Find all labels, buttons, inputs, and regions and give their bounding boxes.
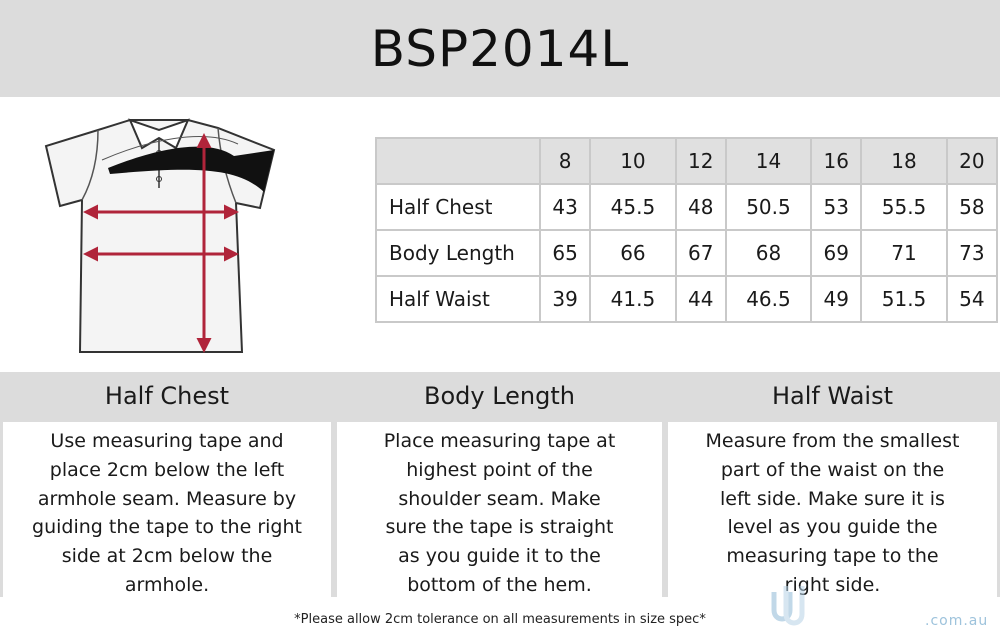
contrast-panel <box>108 146 274 192</box>
row-label: Body Length <box>375 229 541 277</box>
row-label: Half Waist <box>375 275 541 323</box>
table-cell: 58 <box>945 183 999 231</box>
section-title-half-waist: Half Waist <box>665 372 1000 420</box>
text-line: part of the waist on the <box>720 458 945 481</box>
text-line: armhole. <box>124 573 210 596</box>
text-line: Measure from the smallest <box>705 430 960 452</box>
text-line: Place measuring tape at <box>383 430 616 452</box>
size-header: 8 <box>538 137 592 185</box>
table-cell: 46.5 <box>724 275 813 323</box>
section-title-body-length: Body Length <box>334 372 665 420</box>
section-panel-half-waist: Measure from the smallest part of the wa… <box>665 420 1000 597</box>
table-cell: 39 <box>538 275 592 323</box>
text-line: highest point of the <box>406 458 593 481</box>
size-chart-table: 8 10 12 14 16 18 20 Half Chest 43 45.5 4… <box>375 137 999 323</box>
collar <box>128 118 190 150</box>
table-cell: 54 <box>945 275 999 323</box>
size-header-row: 8 10 12 14 16 18 20 <box>375 137 999 185</box>
table-cell: 48 <box>674 183 727 231</box>
table-cell: 71 <box>860 229 948 277</box>
product-code-title: BSP2014L <box>370 19 630 78</box>
tolerance-footnote: *Please allow 2cm tolerance on all measu… <box>294 612 706 627</box>
size-header: 18 <box>860 137 948 185</box>
table-cell: 73 <box>945 229 999 277</box>
table-cell: 41.5 <box>589 275 677 323</box>
table-cell: 53 <box>810 183 863 231</box>
instruction-text: Use measuring tape and place 2cm below t… <box>3 422 331 597</box>
text-line: Use measuring tape and <box>50 430 284 452</box>
header-bar: BSP2014L <box>0 0 1000 97</box>
polo-shirt-diagram <box>44 118 276 353</box>
text-line: level as you guide the <box>727 516 938 539</box>
size-header: 10 <box>589 137 677 185</box>
section-title-half-chest: Half Chest <box>0 372 334 420</box>
text-line: bottom of the hem. <box>407 573 592 596</box>
table-corner <box>375 137 541 185</box>
table-cell: 43 <box>538 183 592 231</box>
size-header: 20 <box>945 137 999 185</box>
measurement-instructions: Half Chest Body Length Half Waist Use me… <box>0 372 1000 605</box>
table-cell: 45.5 <box>589 183 677 231</box>
text-line: measuring tape to the <box>726 545 939 568</box>
size-header: 14 <box>724 137 813 185</box>
table-row: Half Waist 39 41.5 44 46.5 49 51.5 54 <box>375 275 999 323</box>
table-cell: 65 <box>538 229 592 277</box>
text-line: as you guide it to the <box>398 545 601 568</box>
table-row: Body Length 65 66 67 68 69 71 73 <box>375 229 999 277</box>
text-line: guiding the tape to the right <box>32 516 302 539</box>
watermark-domain: .com.au <box>925 613 989 629</box>
size-header: 16 <box>810 137 863 185</box>
table-cell: 55.5 <box>860 183 948 231</box>
table-cell: 50.5 <box>724 183 813 231</box>
row-label: Half Chest <box>375 183 541 231</box>
text-line: side at 2cm below the <box>61 545 273 568</box>
text-line: armhole seam. Measure by <box>37 487 297 510</box>
table-row: Half Chest 43 45.5 48 50.5 53 55.5 58 <box>375 183 999 231</box>
text-line: sure the tape is straight <box>385 516 614 539</box>
instruction-text: Measure from the smallest part of the wa… <box>668 422 997 597</box>
section-panel-half-chest: Use measuring tape and place 2cm below t… <box>0 420 334 597</box>
table-cell: 68 <box>724 229 813 277</box>
table-cell: 67 <box>674 229 727 277</box>
text-line: right side. <box>784 573 881 596</box>
table-cell: 49 <box>810 275 863 323</box>
table-cell: 69 <box>810 229 863 277</box>
watermark-logo <box>771 586 805 626</box>
table-cell: 66 <box>589 229 677 277</box>
section-panel-body-length: Place measuring tape at highest point of… <box>334 420 665 597</box>
text-line: shoulder seam. Make <box>398 487 601 510</box>
text-line: place 2cm below the left <box>49 458 285 481</box>
size-header: 12 <box>674 137 727 185</box>
table-cell: 44 <box>674 275 727 323</box>
table-cell: 51.5 <box>860 275 948 323</box>
instruction-text: Place measuring tape at highest point of… <box>337 422 662 597</box>
text-line: left side. Make sure it is <box>720 487 945 510</box>
